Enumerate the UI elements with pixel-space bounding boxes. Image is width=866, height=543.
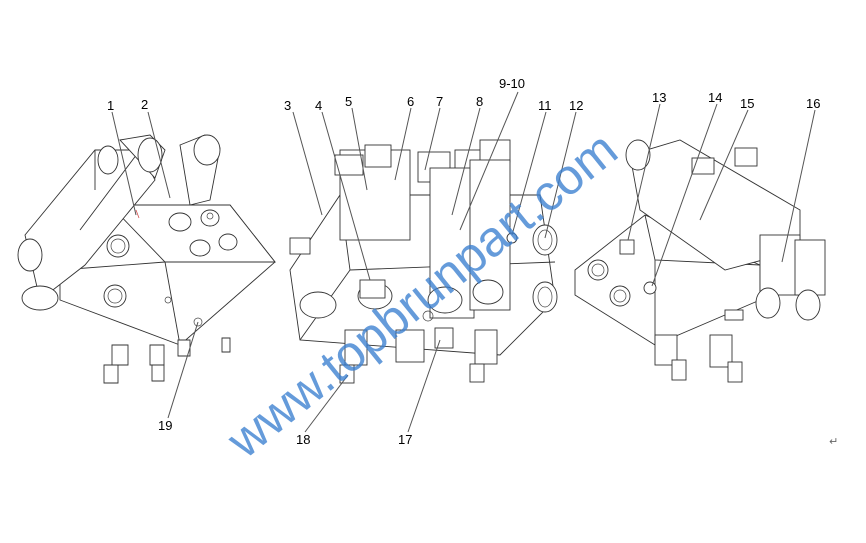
valve-block-left-view xyxy=(17,134,276,384)
callout-7: 7 xyxy=(436,94,443,109)
callout-8: 8 xyxy=(476,94,483,109)
callout-12: 12 xyxy=(569,98,583,113)
callout-9-10: 9-10 xyxy=(499,76,525,91)
leader-lines xyxy=(111,91,816,433)
callout-15: 15 xyxy=(740,96,754,111)
callout-17: 17 xyxy=(398,432,412,447)
callout-2: 2 xyxy=(141,97,148,112)
callout-11: 11 xyxy=(538,98,552,113)
paragraph-return-mark: ↵ xyxy=(829,435,838,448)
valve-block-right-view xyxy=(574,139,826,383)
callout-19: 19 xyxy=(158,418,172,433)
callout-18: 18 xyxy=(296,432,310,447)
callout-13: 13 xyxy=(652,90,666,105)
callout-1: 1 xyxy=(107,98,114,113)
callout-6: 6 xyxy=(407,94,414,109)
callout-5: 5 xyxy=(345,94,352,109)
callout-16: 16 xyxy=(806,96,820,111)
callout-4: 4 xyxy=(315,98,322,113)
callout-labels: 1 2 3 4 5 6 7 8 9-10 11 12 13 14 15 16 1… xyxy=(107,76,820,447)
valve-block-center-view xyxy=(289,139,558,384)
callout-3: 3 xyxy=(284,98,291,113)
callout-14: 14 xyxy=(708,90,722,105)
